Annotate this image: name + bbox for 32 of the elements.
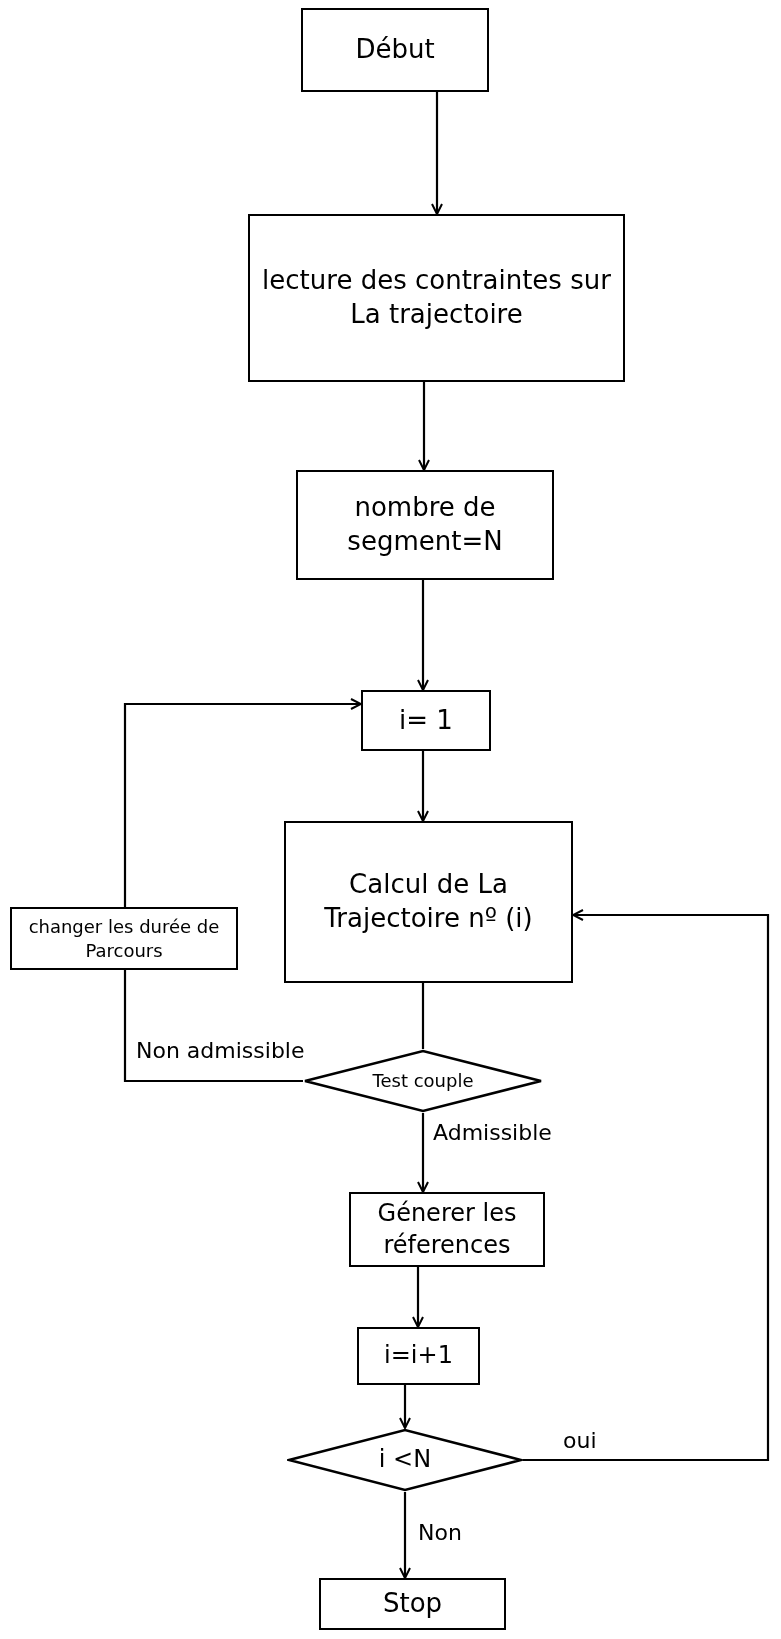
process-box (296, 470, 554, 580)
decision-diamond (303, 1049, 543, 1113)
node-text: Test couple (372, 1069, 474, 1093)
arrow (399, 1385, 411, 1429)
process-box (361, 690, 491, 751)
node-text: i=i+1 (384, 1340, 453, 1372)
node-text: lecture des contraintes sur La trajectoire (261, 264, 612, 331)
arrow (417, 1113, 429, 1193)
arrow (417, 580, 429, 691)
node-text: nombre de segment=N (346, 491, 504, 558)
process-box (357, 1327, 480, 1385)
process-box (301, 8, 489, 92)
node-text: Calcul de La Trajectoire nº (i) (323, 868, 534, 935)
arrow (412, 1267, 424, 1328)
process-box (284, 821, 573, 983)
process-box (349, 1192, 545, 1267)
node-text: i <N (378, 1444, 432, 1476)
arrow (399, 1492, 411, 1579)
node-text: changer les durée de Parcours (27, 915, 221, 962)
process-box (248, 214, 625, 382)
decision-diamond (287, 1428, 523, 1492)
arrow (418, 382, 430, 471)
arrow (431, 92, 443, 215)
node-text: i= 1 (399, 703, 453, 737)
process-box (10, 907, 238, 970)
node-text: Génerer les réferences (376, 1198, 518, 1261)
arrow (523, 909, 770, 1462)
arrow (417, 751, 429, 822)
arrow (123, 698, 362, 907)
node-text: Stop (382, 1587, 443, 1621)
process-box (319, 1578, 506, 1630)
node-text: Début (355, 33, 435, 67)
